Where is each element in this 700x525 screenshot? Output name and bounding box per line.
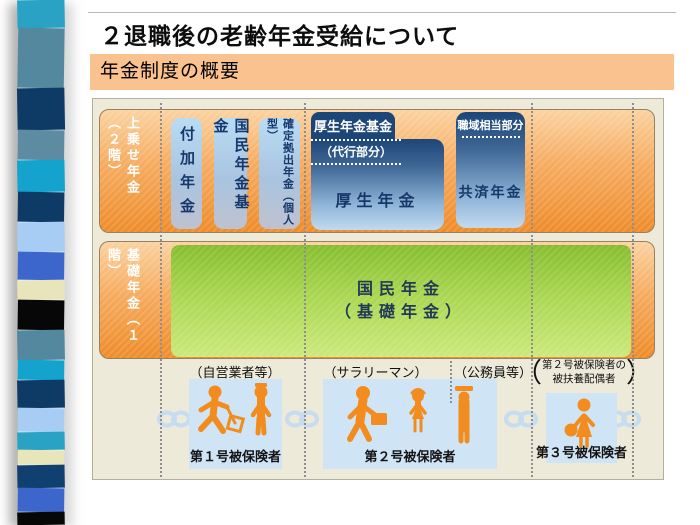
- kokumin-nenkin-kikin-box: 国民年金基金: [212, 118, 250, 229]
- cat3-top-label: （ 第２号被保険者の 被扶養配偶者 ）: [515, 359, 653, 387]
- ribbon-block: [16, 87, 66, 131]
- cat1-top-label: （自営業者等）: [189, 365, 281, 380]
- ribbon-block: [17, 159, 65, 193]
- cat2-top-label-left: （サラリーマン）: [323, 365, 428, 380]
- cat3-paren-open: （: [515, 358, 542, 388]
- cat3-people-box: 第３号被保険者: [536, 393, 627, 463]
- farmer-and-worker-icon: [198, 383, 272, 436]
- ribbon-block: [17, 449, 65, 466]
- ribbon-block: [17, 251, 65, 281]
- ribbon-block: [17, 299, 65, 331]
- ribbon-block: [17, 511, 65, 525]
- kokumin-nenkin-line1: 国民年金: [356, 280, 445, 298]
- cat1-people-box: 第１号被保険者: [189, 379, 282, 469]
- ribbon-block: [17, 221, 65, 253]
- ribbon-block: [17, 27, 65, 89]
- page-title: ２退職後の老齢年金受給について: [100, 23, 460, 49]
- cat3-paren-close: ）: [626, 358, 653, 388]
- ribbon-block: [17, 329, 65, 361]
- cat2-top-label-right: （公務員等）: [453, 365, 532, 380]
- cat2-people-box: 第２号被保険者: [323, 379, 497, 469]
- kyosai-dotted-divider: [461, 136, 520, 138]
- ribbon-block: [17, 129, 65, 161]
- kyosai-nenkin-label: 共済年金: [458, 184, 523, 200]
- cat3-top-line2: 被扶養配偶者: [552, 373, 616, 385]
- cat3-bottom-label: 第３号被保険者: [535, 445, 628, 460]
- kyosai-nenkin-box: 職域相当部分 共済年金: [456, 112, 525, 228]
- dotted-separator-3: [531, 103, 533, 477]
- subtitle-bar: 年金制度の概要: [90, 54, 674, 90]
- ribbon-block: [17, 0, 65, 29]
- chain-link-icon: [285, 410, 319, 428]
- dotted-separator-4: [632, 103, 634, 477]
- ribbon-block: [17, 379, 65, 409]
- dotted-separator-1: [160, 103, 162, 477]
- cat3-top-label-text: 第２号被保険者の 被扶養配偶者: [542, 359, 626, 386]
- kosei-nenkin-kikin-tab: 厚生年金基金: [311, 112, 395, 139]
- businessman-woman-officer-icon: [347, 386, 473, 444]
- housewife-icon: [564, 398, 595, 448]
- daiko-bubun-label: （代行部分）: [311, 139, 401, 165]
- kokumin-nenkin-box: 国民年金 （基礎年金）: [171, 245, 631, 357]
- fuka-nenkin-box: 付加年金: [171, 118, 202, 229]
- cat1-bottom-label: 第１号被保険者: [189, 449, 282, 464]
- kakutei-kyoshutsu-box: 確定拠出年金（個人型）: [259, 118, 300, 229]
- subtitle-text: 年金制度の概要: [100, 61, 241, 82]
- kokumin-nenkin-line2: （基礎年金）: [334, 304, 467, 321]
- ribbon-block: [17, 464, 65, 489]
- cat3-top-line1: 第２号被保険者の: [542, 359, 626, 372]
- ribbon-block: [17, 191, 65, 223]
- tier2-row-label: 上乗せ年金（２階）: [106, 116, 140, 196]
- ribbon-block: [17, 279, 65, 301]
- kosei-nenkin-box: （代行部分） 厚生年金: [311, 139, 444, 230]
- dotted-separator-short: [450, 361, 452, 403]
- ribbon-block: [17, 431, 65, 451]
- chain-link-icon: [504, 410, 538, 428]
- ribbon-block: [17, 487, 65, 513]
- kosei-nenkin-label: 厚生年金: [335, 193, 420, 210]
- dotted-separator-2: [304, 103, 306, 477]
- ribbon-block: [17, 359, 65, 381]
- top-divider-line: [88, 12, 676, 13]
- ribbon-block: [17, 407, 65, 433]
- pension-diagram-panel: 上乗せ年金（２階） 付加年金 国民年金基金 確定拠出年金（個人型） 厚生年金基金…: [92, 98, 664, 480]
- cat2-bottom-label: 第２号被保険者: [364, 449, 456, 464]
- decorative-ribbon: [16, 0, 66, 525]
- shokuiki-label: 職域相当部分: [457, 120, 524, 132]
- tier1-row-label: 基礎年金（１階）: [106, 248, 140, 344]
